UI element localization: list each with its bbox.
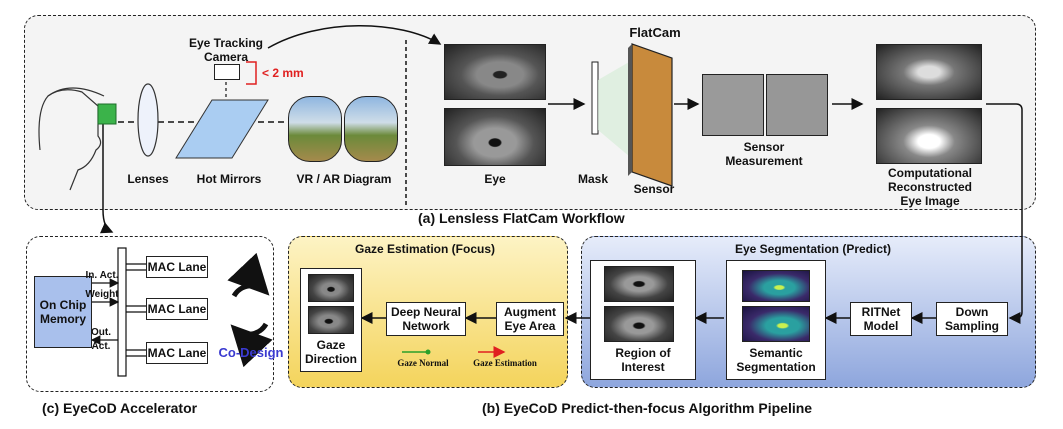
sensor-measurement-left <box>702 74 764 136</box>
legend-normal: Gaze Normal <box>397 358 449 368</box>
semantic-label: Semantic Segmentation <box>736 346 816 374</box>
gaze-image-bottom <box>308 306 354 334</box>
accelerator-panel <box>26 236 274 392</box>
sensor-label: Sensor <box>633 182 675 196</box>
semantic-image-top <box>742 270 810 302</box>
segmentation-title: Eye Segmentation (Predict) <box>734 242 892 256</box>
co-design-label: Co-Design <box>218 345 284 360</box>
mask-label: Mask <box>577 172 609 186</box>
gaze-direction-label: Gaze Direction <box>304 338 357 366</box>
eye-image-bottom <box>444 108 546 166</box>
workflow-caption: (a) Lensless FlatCam Workflow <box>418 210 625 226</box>
roi-image-top <box>604 266 674 302</box>
dnn-box: Deep Neural Network <box>386 302 466 336</box>
on-chip-memory: On Chip Memory <box>34 276 92 348</box>
sensor-measurement-right <box>766 74 828 136</box>
eye-image-top <box>444 44 546 100</box>
roi-label: Region of Interest <box>615 346 671 374</box>
legend-estimation: Gaze Estimation <box>473 358 537 368</box>
reconstructed-label: Computational Reconstructed Eye Image <box>887 166 973 208</box>
lenses-label: Lenses <box>127 172 169 186</box>
gaze-image-top <box>308 274 354 302</box>
ritnet-box: RITNet Model <box>850 302 912 336</box>
roi-image-bottom <box>604 306 674 342</box>
pipeline-caption: (b) EyeCoD Predict-then-focus Algorithm … <box>482 400 813 416</box>
weight-label: Weight <box>85 289 119 300</box>
in-act-label: In. Act. <box>85 270 119 281</box>
mac-lane-1: MAC Lane <box>146 256 208 278</box>
semantic-image-bottom <box>742 306 810 342</box>
flatcam-label: FlatCam <box>629 25 681 40</box>
vr-left-image <box>288 96 342 162</box>
mac-lane-3: MAC Lane <box>146 342 208 364</box>
augment-box: Augment Eye Area <box>496 302 564 336</box>
sensor-measurement-label: Sensor Measurement <box>725 140 803 168</box>
eye-label: Eye <box>484 172 506 186</box>
gaze-title: Gaze Estimation (Focus) <box>354 242 496 256</box>
reconstructed-image-bottom <box>876 108 982 164</box>
vr-ar-label: VR / AR Diagram <box>296 172 392 186</box>
eye-tracking-camera-label: Eye Tracking Camera <box>188 36 264 64</box>
distance-label: < 2 mm <box>262 66 304 80</box>
reconstructed-image-top <box>876 44 982 100</box>
out-act-label: Out. Act. <box>91 327 111 352</box>
camera-icon <box>214 64 240 80</box>
mac-lane-2: MAC Lane <box>146 298 208 320</box>
hot-mirrors-label: Hot Mirrors <box>196 172 262 186</box>
down-sampling-box: Down Sampling <box>936 302 1008 336</box>
accelerator-caption: (c) EyeCoD Accelerator <box>42 400 198 416</box>
vr-right-image <box>344 96 398 162</box>
